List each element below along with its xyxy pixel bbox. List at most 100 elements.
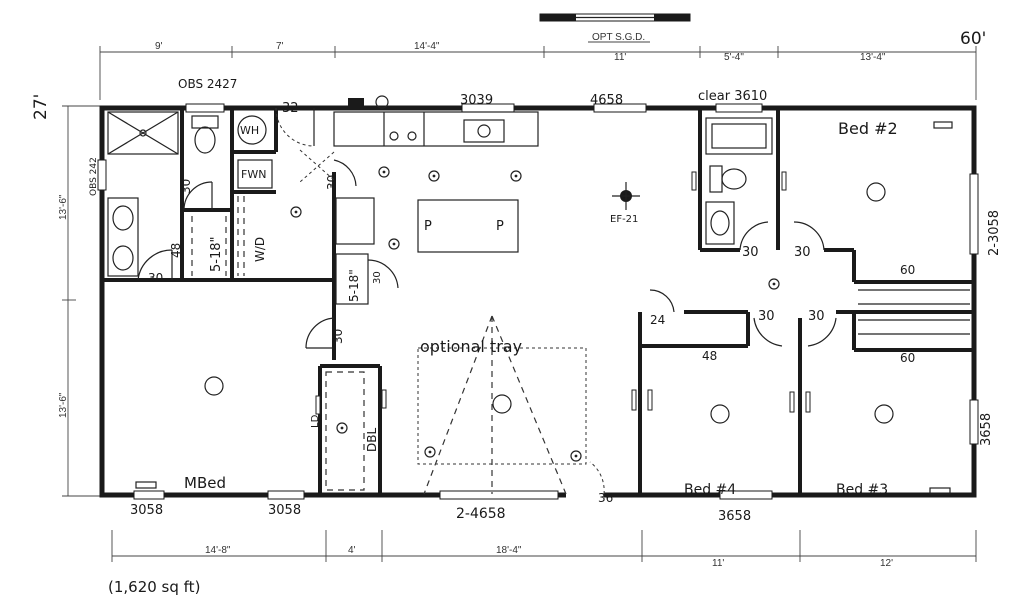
label-window-2-4658: 2-4658 — [456, 506, 506, 522]
bottom-dim-4: 11' — [712, 558, 724, 569]
window-obs-side — [97, 159, 107, 191]
door-swing-bed4 — [753, 317, 783, 347]
window-obs-2427 — [185, 103, 225, 113]
door-swing-bath-30 — [137, 249, 173, 281]
smoke-detector-icons — [135, 121, 953, 495]
top-dim-4: 11' — [614, 52, 626, 63]
top-dim-3: 14'-4" — [414, 41, 440, 52]
top-dim-5: 5'-4" — [724, 52, 744, 63]
left-dim-2: 13'-6" — [58, 392, 69, 418]
window-3610 — [715, 103, 763, 113]
top-dim-2: 7' — [276, 41, 284, 52]
shower — [107, 111, 179, 155]
interior-walls — [102, 108, 974, 495]
bed3-marker-right — [805, 391, 811, 413]
label-door-30-mbed: 30 — [331, 329, 345, 344]
door-swing-bed2 — [793, 221, 825, 251]
hall-bathtub — [705, 117, 773, 155]
label-window-3039: 3039 — [460, 93, 493, 108]
label-obs-side: OBS 242 — [89, 157, 99, 196]
optional-tray-outline — [417, 347, 587, 465]
label-door-30-e: 30 — [758, 309, 775, 324]
door-swing-sink — [367, 259, 399, 289]
label-sink-518-a: 5-18" — [209, 237, 224, 272]
label-window-3658-bottom: 3658 — [718, 509, 751, 524]
label-door-36: 36 — [598, 491, 613, 505]
label-wh: WH — [240, 124, 259, 137]
ceiling-fan-jbox — [204, 182, 894, 424]
double-vanity — [107, 197, 139, 277]
bed3-marker-left — [789, 391, 795, 413]
laundry-shelving — [191, 196, 245, 276]
bedroom-closets — [858, 289, 970, 335]
top-dim-6: 13'-4" — [860, 52, 886, 63]
label-obs-2427: OBS 2427 — [178, 77, 237, 91]
master-toilet — [191, 115, 219, 154]
exhaust-fan-icon — [612, 182, 640, 210]
label-pantry-p2: P — [496, 219, 504, 234]
label-window-3058-a: 3058 — [130, 503, 163, 518]
bottom-dimension-line — [111, 530, 977, 562]
label-window-3658-right: 3658 — [979, 413, 994, 446]
window-4658-top — [593, 103, 647, 113]
closet-door-marker — [381, 389, 387, 409]
kitchen-counter — [333, 111, 539, 147]
label-door-32: 32 — [282, 101, 299, 116]
bed4-marker-right — [647, 389, 653, 411]
label-window-3058-b: 3058 — [268, 503, 301, 518]
label-clear-3610: clear 3610 — [698, 89, 767, 104]
hall-bath-marker-right — [781, 171, 787, 191]
window-2-3058 — [969, 173, 979, 255]
opt-sgd-label: OPT S.G.D. — [592, 32, 645, 43]
label-bed4: Bed #4 — [684, 482, 736, 498]
hall-bath-marker-left — [691, 171, 697, 191]
label-door-30-c: 30 — [742, 245, 759, 260]
kitchen-sink-cabinet — [335, 253, 369, 305]
label-door-30-d: 30 — [794, 245, 811, 260]
label-window-4658-top: 4658 — [590, 93, 623, 108]
label-bed3: Bed #3 — [836, 482, 888, 498]
door-swing-bed3 — [807, 317, 837, 347]
bottom-dim-2: 4' — [348, 545, 356, 556]
hall-vanity — [705, 201, 735, 245]
bottom-dim-5: 12' — [880, 558, 893, 569]
label-door-24: 24 — [650, 313, 665, 327]
bed4-marker-left — [631, 389, 637, 411]
door-swing-front — [589, 461, 605, 495]
window-3058-b — [267, 490, 305, 500]
floor-area-label: (1,620 sq ft) — [108, 578, 200, 596]
linen-door-marker — [315, 395, 321, 415]
hall-toilet — [709, 165, 747, 193]
door-swing-bath — [183, 181, 213, 211]
water-heater — [237, 115, 267, 145]
label-window-2-3058: 2-3058 — [987, 210, 1002, 256]
left-dim-1: 13'-6" — [58, 194, 69, 220]
top-dimension-line — [99, 46, 977, 100]
overall-width-label: 60' — [960, 29, 986, 49]
closet-shelving — [325, 371, 365, 491]
range-hood-icons — [348, 95, 389, 110]
door-swing-bath-hall — [739, 221, 769, 251]
label-fwn: FWN — [241, 168, 266, 181]
door-swing-24 — [649, 289, 675, 313]
furnace — [237, 159, 273, 189]
label-ef21: EF-21 — [610, 214, 638, 225]
label-optional-tray: optional tray — [420, 337, 522, 356]
top-dim-1: 9' — [155, 41, 163, 52]
label-closet-60-b: 60 — [900, 351, 915, 365]
label-sink-518-b: 5-18" — [347, 269, 361, 302]
refrigerator — [335, 197, 375, 245]
window-3658-bottom — [719, 490, 773, 500]
bottom-dim-3: 18'-4" — [496, 545, 522, 556]
door-swing-30a — [333, 159, 357, 187]
label-door-30-b: 30 — [325, 175, 339, 190]
label-closet-60-a: 60 — [900, 263, 915, 277]
window-2-4658 — [439, 490, 559, 500]
label-mbed: MBed — [184, 474, 226, 492]
vaulted-ceiling-lines — [423, 315, 567, 495]
label-shelf-48-b: 48 — [702, 349, 717, 363]
label-linen: LD — [310, 414, 321, 428]
ceiling-lights — [290, 166, 780, 462]
label-dbl: DBL — [365, 428, 379, 452]
